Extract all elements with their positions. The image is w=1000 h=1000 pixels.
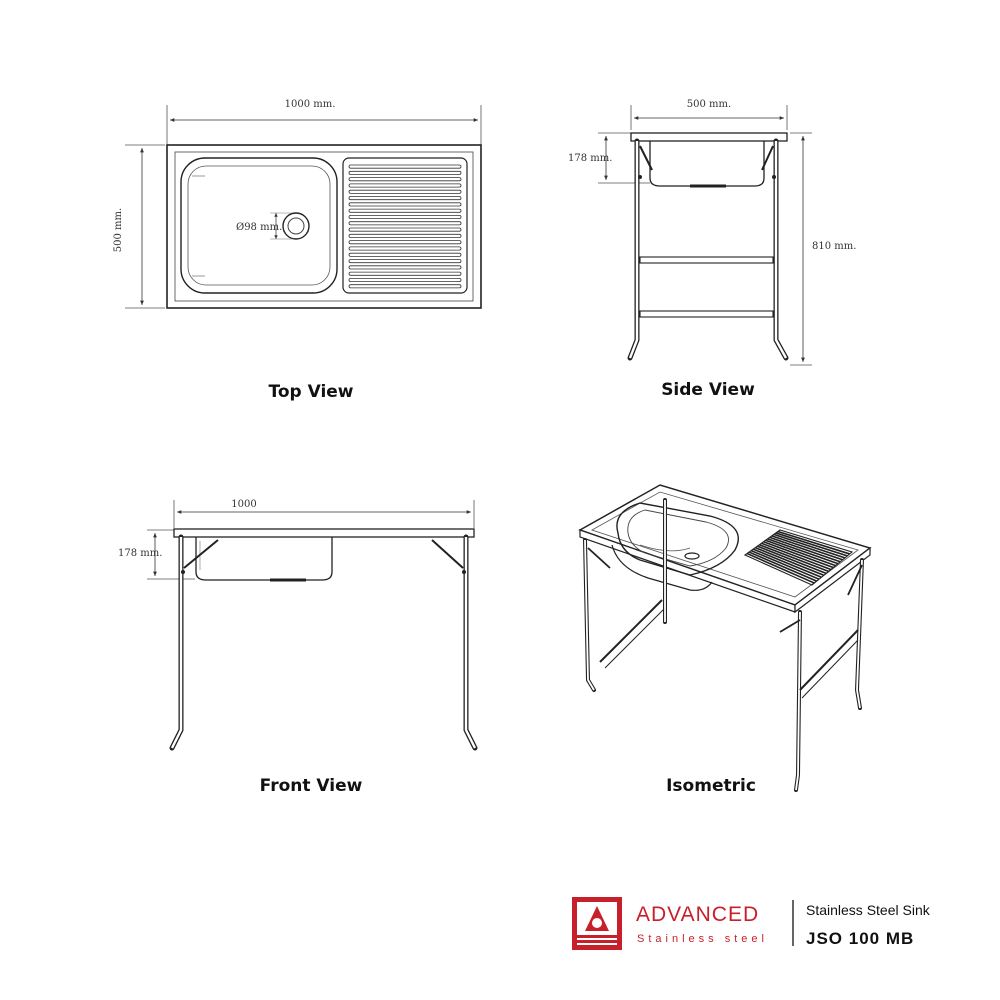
- iso-drainboard-rib: [769, 536, 841, 563]
- iso-drainboard-rib: [765, 539, 836, 567]
- product-type: Stainless Steel Sink: [806, 902, 931, 918]
- drainboard-rib: [348, 189, 462, 194]
- drainboard-rib: [348, 284, 462, 289]
- iso-drainboard-rib: [748, 551, 818, 582]
- iso-drainboard-rib: [759, 543, 829, 573]
- side-height-dim: 810 mm.: [812, 241, 856, 252]
- side-view-title: Side View: [661, 380, 755, 400]
- drainboard-rib: [348, 265, 462, 270]
- sink-top-outline: [166, 144, 482, 309]
- bowl-outline: [180, 157, 338, 294]
- iso-drainboard-rib: [763, 541, 834, 569]
- drainboard-rib: [348, 202, 462, 207]
- drainboard-rib: [348, 252, 462, 257]
- iso-drainboard-rib: [773, 533, 846, 559]
- iso-drainboard-rib: [757, 545, 827, 575]
- front-view-title: Front View: [260, 776, 363, 796]
- drainboard-rib: [348, 164, 462, 169]
- drainboard-rib: [348, 214, 462, 219]
- iso-drainboard-rib: [754, 546, 825, 577]
- drainboard-rib: [348, 196, 462, 201]
- iso-drainboard-ribs: [746, 530, 850, 584]
- iso-drainboard-rib: [752, 548, 822, 578]
- drainboard-rib: [348, 170, 462, 175]
- drainboard-rib: [348, 177, 462, 182]
- front-bowl-depth-dim: 178 mm.: [118, 548, 162, 559]
- drainboard-rib: [348, 271, 462, 276]
- iso-drainboard-rib: [775, 532, 848, 557]
- iso-drainboard-rib: [750, 549, 820, 580]
- brand-tagline: Stainless steel: [637, 933, 768, 945]
- drainboard-rib: [348, 227, 462, 232]
- side-bowl-depth-dim: 178 mm.: [568, 153, 612, 164]
- isometric-view: [578, 484, 872, 792]
- front-view: 1000 178 mm.: [118, 499, 478, 751]
- drainboard-rib: [348, 221, 462, 226]
- drainboard-rib: [348, 208, 462, 213]
- front-width-dim: 1000: [231, 499, 256, 510]
- drainboard-ribs: [348, 164, 462, 289]
- drainboard-outline: [342, 157, 468, 294]
- drainboard-rib: [348, 277, 462, 282]
- drainboard-rib: [348, 240, 462, 245]
- top-width-dim: 1000 mm.: [285, 99, 336, 110]
- drain-outline: [282, 212, 310, 240]
- top-view-title: Top View: [268, 382, 353, 402]
- drainboard-rib: [348, 183, 462, 188]
- side-view: 500 mm. 178 mm. 810 mm.: [568, 99, 856, 366]
- iso-drainboard-rib: [767, 538, 839, 565]
- product-model: JSO 100 MB: [806, 929, 914, 948]
- iso-drainboard-rib: [746, 552, 815, 584]
- iso-drainboard-rib: [761, 542, 832, 571]
- top-view: 1000 mm. 500 mm. Ø98 mm.: [113, 99, 482, 309]
- drain-dim: Ø98 mm.: [236, 222, 282, 233]
- top-depth-dim: 500 mm.: [113, 208, 124, 252]
- advanced-logo-icon: [572, 897, 622, 950]
- drainboard-rib: [348, 233, 462, 238]
- brand-name: ADVANCED: [636, 903, 759, 926]
- iso-drainboard-rib: [777, 530, 850, 555]
- iso-drainboard-rib: [771, 535, 843, 561]
- drainboard-rib: [348, 246, 462, 251]
- side-width-dim: 500 mm.: [687, 99, 731, 110]
- brand-footer: ADVANCED Stainless steel Stainless Steel…: [572, 897, 931, 950]
- drainboard-rib: [348, 259, 462, 264]
- isometric-view-title: Isometric: [666, 776, 756, 796]
